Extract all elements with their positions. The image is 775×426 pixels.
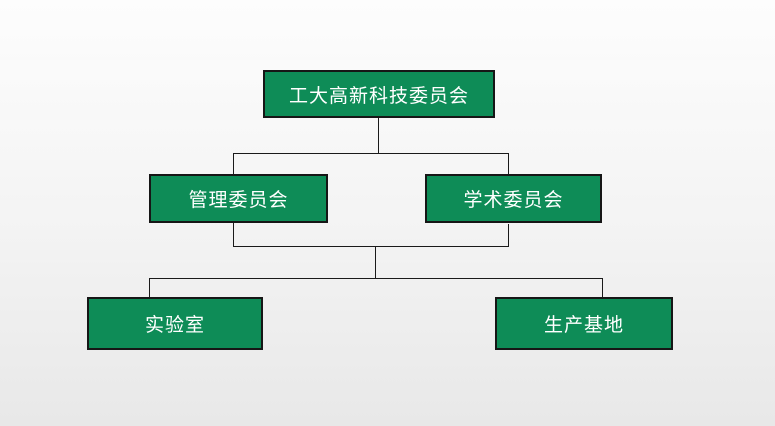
connector-academic-drop [508, 224, 509, 247]
connector-management-drop [233, 223, 234, 247]
connector-root-drop [378, 118, 379, 153]
connector-to-production [602, 278, 603, 297]
org-node-laboratory: 实验室 [87, 297, 263, 350]
org-node-production-base: 生产基地 [495, 297, 673, 350]
connector-tier3-horizontal [149, 278, 603, 279]
connector-to-laboratory [149, 278, 150, 297]
org-node-academic-committee: 学术委员会 [425, 174, 602, 223]
org-node-management-committee: 管理委员会 [149, 174, 328, 223]
connector-tier2-horizontal [233, 246, 509, 247]
connector-merge-drop [375, 246, 376, 279]
org-node-root: 工大高新科技委员会 [263, 70, 495, 118]
connector-tier1-horizontal [233, 153, 509, 154]
connector-to-management [233, 153, 234, 174]
connector-to-academic [508, 153, 509, 174]
